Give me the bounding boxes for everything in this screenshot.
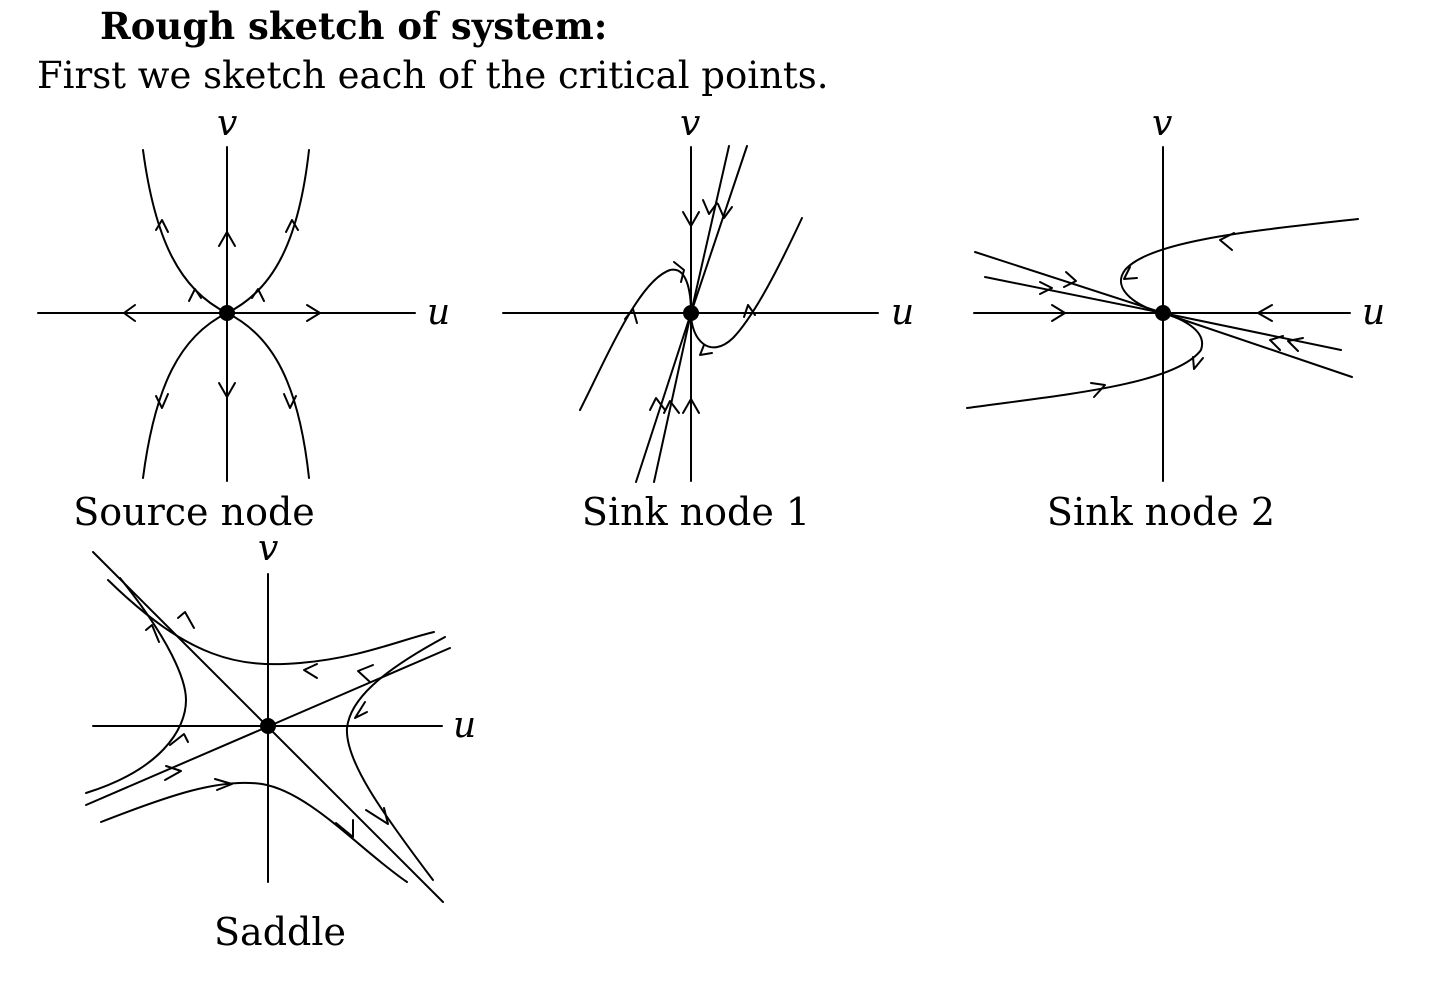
- sink-node-1-diagram: u v Sink node 1: [502, 103, 914, 534]
- source-node-diagram: u v Source node: [37, 103, 450, 534]
- saddle-hyperbola-upper-left: [85, 577, 187, 794]
- source-trajectory-upper-right: [226, 149, 310, 314]
- sink1-trajectory-steep-up-2: [690, 145, 748, 314]
- saddle-v-label: v: [258, 528, 278, 569]
- sink1-u-label: u: [891, 292, 914, 333]
- saddle-critical-point: [260, 718, 276, 734]
- sink-node-2-diagram: u v Sink node 2: [966, 103, 1385, 534]
- sink1-trajectory-steep-up-1: [690, 145, 730, 314]
- saddle-caption: Saddle: [214, 910, 346, 954]
- sink2-u-label: u: [1362, 292, 1385, 333]
- sink2-arrowheads: [1039, 232, 1304, 398]
- saddle-diagram: u v Saddle: [85, 528, 476, 954]
- sink-node-2-caption: Sink node 2: [1047, 490, 1275, 534]
- sink1-v-label: v: [680, 103, 700, 144]
- source-node-caption: Source node: [73, 490, 315, 534]
- source-arrowheads: [123, 219, 321, 409]
- source-trajectory-lower-left: [142, 312, 228, 479]
- source-u-label: u: [427, 292, 450, 333]
- sink2-trajectory-shallow-left-2: [984, 276, 1164, 314]
- sink2-trajectory-shallow-right-2: [1162, 312, 1342, 351]
- sink1-critical-point: [683, 305, 699, 321]
- source-v-label: v: [217, 103, 237, 144]
- sink2-v-label: v: [1152, 103, 1172, 144]
- sink-node-1-caption: Sink node 1: [582, 490, 810, 534]
- saddle-hyperbola-lower-right: [345, 636, 446, 881]
- source-trajectory-upper-left: [142, 149, 228, 314]
- saddle-u-label: u: [453, 705, 476, 746]
- sink1-trajectory-steep-down-1: [653, 312, 692, 483]
- sink1-trajectory-steep-down-2: [635, 312, 692, 483]
- sink2-trajectory-shallow-left-1: [974, 251, 1164, 314]
- source-critical-point: [219, 305, 235, 321]
- intro-text: First we sketch each of the critical poi…: [37, 54, 829, 97]
- saddle-hyperbola-lower-left: [100, 781, 408, 883]
- saddle-hyperbola-upper-right: [107, 579, 435, 666]
- sink2-critical-point: [1155, 305, 1171, 321]
- sink2-trajectory-shallow-right-1: [1162, 312, 1353, 378]
- saddle-arrowheads: [145, 611, 389, 838]
- sink2-trajectory-upper-arc: [1119, 218, 1359, 314]
- sink1-trajectory-s-curve-right: [690, 217, 803, 349]
- sink1-arrowheads: [624, 199, 756, 414]
- sink1-trajectory-s-curve-left: [579, 268, 692, 411]
- section-heading: Rough sketch of system:: [100, 4, 608, 48]
- source-trajectory-lower-right: [226, 312, 310, 479]
- sink2-trajectory-lower-arc: [966, 312, 1204, 409]
